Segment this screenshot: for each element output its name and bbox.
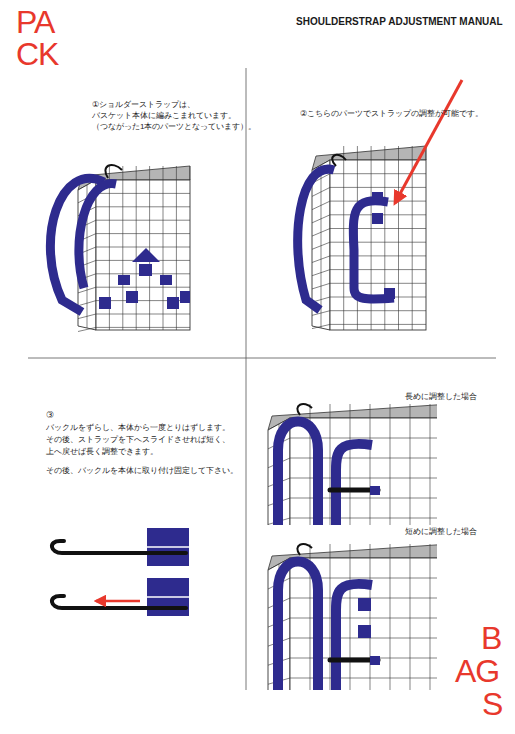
- strap-closeup: [278, 544, 380, 690]
- logo-text: CK: [16, 38, 58, 70]
- basket-closeup: [268, 404, 437, 525]
- step-text: 上へ戻せば長く調整できます。: [46, 447, 158, 456]
- grid-line: [384, 160, 385, 330]
- step-text: バックルをずらし、本体から一度とりはずします。: [46, 423, 230, 432]
- grid-line: [330, 283, 426, 284]
- grid-line: [330, 324, 426, 325]
- grid-line: [330, 269, 426, 270]
- step-text: （つながった1本のパーツとなっています）。: [92, 122, 256, 131]
- logo-text: PA: [16, 6, 54, 38]
- grid-line: [163, 166, 164, 180]
- grid-line: [370, 418, 371, 525]
- grid-line: [370, 544, 371, 558]
- cord-loop: [332, 155, 346, 166]
- buckle-figure: [52, 528, 189, 616]
- grid-line: [430, 418, 431, 525]
- grid-line: [96, 220, 190, 221]
- grid-line: [370, 404, 371, 418]
- basket-front: [96, 180, 190, 330]
- step-number: ③: [46, 410, 54, 420]
- basket-closeup: [268, 544, 437, 690]
- grid-line: [109, 166, 110, 180]
- grid-line: [357, 146, 358, 160]
- grid-line: [398, 160, 399, 330]
- grid-line: [176, 166, 177, 180]
- grid-line: [290, 678, 437, 679]
- woven-patch: [99, 248, 190, 309]
- grid-line: [371, 146, 372, 160]
- divider-line: [246, 68, 247, 690]
- grid-line: [430, 544, 431, 558]
- grid-line: [96, 247, 190, 248]
- grid-line: [189, 166, 190, 180]
- grid-line: [412, 146, 413, 160]
- grid-line: [330, 228, 426, 229]
- grid-line: [371, 160, 372, 330]
- grid-line: [149, 166, 150, 180]
- grid-line: [78, 327, 96, 331]
- grid-line: [343, 160, 344, 330]
- grid-line: [290, 618, 437, 619]
- grid-line: [390, 418, 391, 525]
- grid-line: [430, 404, 431, 418]
- grid-line: [384, 146, 385, 160]
- cord-loop: [105, 165, 122, 178]
- grid-line: [410, 418, 411, 525]
- grid-line: [410, 404, 411, 418]
- grid-line: [330, 255, 426, 256]
- step-text: その後、バックルを本体に取り付け固定して下さい。: [46, 466, 238, 475]
- grid-line: [122, 166, 123, 180]
- grid-line: [96, 233, 190, 234]
- grid-line: [330, 418, 331, 525]
- grid-line: [398, 146, 399, 160]
- grid-line: [330, 310, 426, 311]
- logo-text: B: [481, 622, 501, 654]
- step-text: ②こちらのパーツでストラップの調整が可能です。: [300, 109, 483, 118]
- grid-line: [290, 498, 437, 499]
- grid-line: [390, 404, 391, 418]
- grid-line: [321, 165, 322, 328]
- caption-text: 長めに調整した場合: [405, 392, 477, 401]
- pointer-arrow: [395, 80, 462, 203]
- strap-figure: [298, 169, 394, 310]
- basket-front: [330, 160, 426, 330]
- woven-patch: [372, 192, 395, 299]
- grid-line: [163, 180, 164, 330]
- grid-line: [290, 518, 437, 519]
- divider-line: [28, 358, 496, 359]
- grid-line: [350, 418, 351, 525]
- page-title: SHOULDERSTRAP ADJUSTMENT MANUAL: [296, 16, 503, 28]
- step-text: その後、ストラップを下へスライドさせれば短く、: [46, 435, 230, 444]
- logo-text: AG: [455, 655, 499, 687]
- step-text: バスケット本体に編みこまれています。: [92, 111, 236, 120]
- caption-text: 短めに調整した場合: [405, 527, 477, 536]
- grid-line: [136, 166, 137, 180]
- grid-line: [330, 242, 426, 243]
- strap-closeup: [278, 404, 380, 525]
- grid-line: [390, 544, 391, 558]
- grid-line: [350, 544, 351, 558]
- grid-line: [410, 544, 411, 558]
- grid-line: [290, 458, 437, 459]
- grid-line: [350, 404, 351, 418]
- grid-line: [330, 544, 331, 558]
- grid-line: [96, 327, 190, 328]
- grid-line: [96, 287, 190, 288]
- grid-line: [96, 193, 190, 194]
- grid-line: [122, 180, 123, 330]
- grid-line: [330, 404, 331, 418]
- basket-figure: [78, 166, 190, 332]
- grid-line: [290, 478, 437, 479]
- grid-line: [136, 180, 137, 330]
- grid-line: [96, 314, 190, 315]
- direction-arrow: [96, 600, 140, 603]
- step-text: ①ショルダーストラップは、: [92, 100, 195, 109]
- grid-line: [96, 206, 190, 207]
- grid-line: [330, 187, 426, 188]
- grid-line: [412, 160, 413, 330]
- logo-text: S: [482, 688, 502, 720]
- strap-figure: [50, 178, 116, 312]
